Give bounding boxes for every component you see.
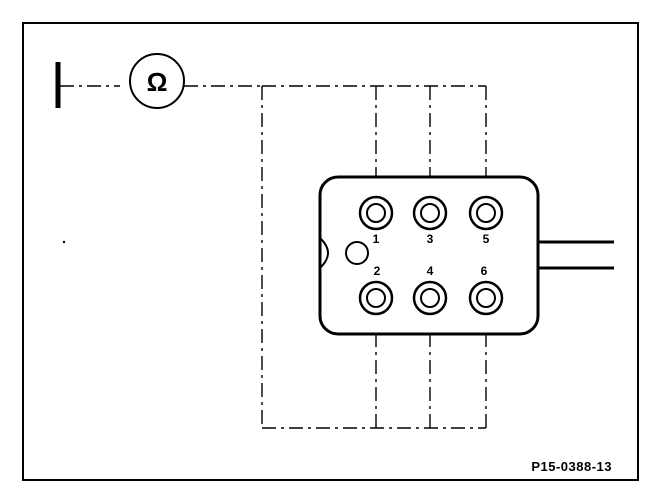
pin-5-label: 5 [483,232,490,246]
pin-4-label: 4 [427,264,434,278]
housing-key-hole [345,241,369,265]
ohmmeter: Ω [129,53,185,109]
figure-frame [22,22,639,481]
pin-3 [412,195,448,231]
bottom-bus-wiring [261,86,490,429]
pin-6 [468,280,504,316]
housing-left-notch [319,237,329,269]
top-bus-wiring [262,85,490,206]
pin-4 [412,280,448,316]
ohmmeter-icon [129,53,185,109]
pin-1-label: 1 [373,232,380,246]
figure-reference: P15-0388-13 [531,459,612,474]
pin-3-label: 3 [427,232,434,246]
ground-symbol [55,62,120,108]
ohm-symbol: Ω [147,67,168,97]
stray-dot [62,240,66,244]
pin-6-label: 6 [481,264,488,278]
pin-1 [358,195,394,231]
pin-2 [358,280,394,316]
pin-2-label: 2 [374,264,381,278]
pin-5 [468,195,504,231]
